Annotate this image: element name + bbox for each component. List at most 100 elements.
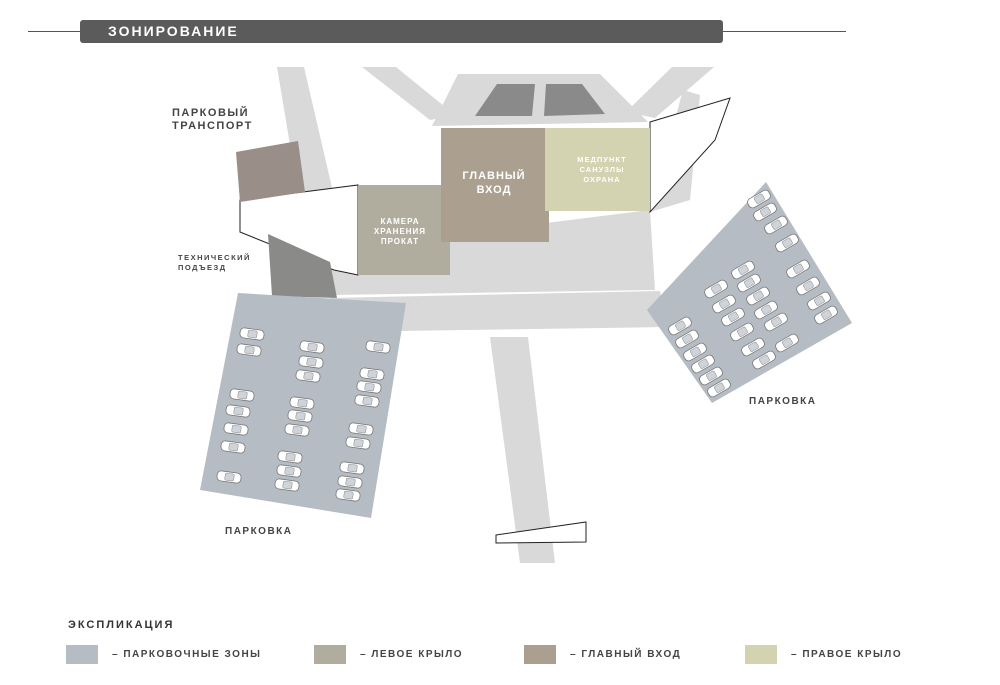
car-icon bbox=[754, 300, 778, 320]
car-icon bbox=[814, 305, 838, 325]
main-entrance-label-2: ВХОД bbox=[477, 184, 512, 196]
car-icon bbox=[359, 367, 385, 381]
car-icon bbox=[668, 316, 692, 336]
car-icon bbox=[737, 273, 761, 293]
technical-access-zone bbox=[268, 234, 337, 298]
parking-right-label: ПАРКОВКА bbox=[749, 396, 817, 407]
car-icon bbox=[764, 312, 788, 332]
legend-swatch-right-wing bbox=[745, 645, 777, 664]
car-icon bbox=[236, 343, 262, 357]
park-transport-zone bbox=[236, 141, 305, 202]
legend-item-left-wing: – ЛЕВОЕ КРЫЛО bbox=[314, 645, 463, 664]
car-icon bbox=[365, 340, 391, 354]
car-icon bbox=[348, 422, 374, 436]
building-top bbox=[432, 74, 648, 126]
car-icon bbox=[683, 342, 707, 362]
car-icon bbox=[220, 440, 246, 454]
legend-item-right-wing: – ПРАВОЕ КРЫЛО bbox=[745, 645, 902, 664]
road-diagonal-left bbox=[362, 67, 455, 120]
skylight-left bbox=[475, 84, 535, 116]
car-icon bbox=[335, 488, 361, 502]
car-icon bbox=[276, 464, 302, 478]
car-icon bbox=[699, 366, 723, 386]
legend-label-left-wing: – ЛЕВОЕ КРЫЛО bbox=[360, 649, 464, 660]
car-icon bbox=[712, 294, 736, 314]
car-icon bbox=[753, 202, 777, 222]
car-icon bbox=[274, 478, 300, 492]
car-icon bbox=[225, 404, 251, 418]
page-title: ЗОНИРОВАНИЕ bbox=[108, 23, 239, 39]
main-entrance-label-1: ГЛАВНЫЙ bbox=[462, 169, 525, 182]
car-icon bbox=[229, 388, 255, 402]
legend-swatch-left-wing bbox=[314, 645, 346, 664]
legend-title: ЭКСПЛИКАЦИЯ bbox=[68, 619, 175, 631]
car-icon bbox=[239, 327, 265, 341]
legend-label-right-wing: – ПРАВОЕ КРЫЛО bbox=[791, 649, 903, 660]
left-wing-label-1: КАМЕРА bbox=[380, 217, 419, 226]
road-diagonal-right bbox=[626, 67, 714, 118]
left-wing-zone bbox=[358, 185, 450, 275]
legend-item-main-entrance: – ГЛАВНЫЙ ВХОД bbox=[524, 645, 681, 664]
car-icon bbox=[731, 260, 755, 280]
road-left-vertical bbox=[277, 67, 333, 205]
car-icon bbox=[786, 259, 810, 279]
car-icon bbox=[354, 394, 380, 408]
car-icon bbox=[356, 380, 382, 394]
car-icon bbox=[223, 422, 249, 436]
south-gate bbox=[495, 521, 587, 544]
left-wing-label-2: ХРАНЕНИЯ bbox=[374, 227, 426, 236]
road-south bbox=[490, 337, 555, 563]
legend-swatch-main-entrance bbox=[524, 645, 556, 664]
legend-swatch-parking bbox=[66, 645, 98, 664]
car-icon bbox=[764, 215, 788, 235]
car-icon bbox=[747, 189, 771, 209]
car-icon bbox=[339, 461, 365, 475]
header-line-right bbox=[723, 31, 846, 32]
car-icon bbox=[707, 378, 731, 398]
car-icon bbox=[289, 396, 315, 410]
car-icon bbox=[807, 291, 831, 311]
skylight-right bbox=[544, 84, 605, 116]
car-icon bbox=[299, 340, 325, 354]
car-icon bbox=[775, 233, 799, 253]
legend-label-parking: – ПАРКОВОЧНЫЕ ЗОНЫ bbox=[112, 649, 262, 660]
car-icon bbox=[284, 423, 310, 437]
car-icon bbox=[216, 470, 242, 484]
left-wing-label-3: ПРОКАТ bbox=[381, 237, 419, 246]
main-entrance-zone bbox=[441, 128, 549, 242]
tech-access-label-1: ТЕХНИЧЕСКИЙ bbox=[178, 253, 251, 262]
road-horizontal bbox=[330, 291, 666, 332]
tech-access-label-2: ПОДЪЕЗД bbox=[178, 263, 227, 272]
building-dome bbox=[432, 74, 648, 126]
right-wing-label-1: МЕДПУНКТ bbox=[577, 155, 626, 164]
car-icon bbox=[704, 279, 728, 299]
park-transport-label-2: ТРАНСПОРТ bbox=[172, 120, 253, 132]
park-transport-label-1: ПАРКОВЫЙ bbox=[172, 106, 249, 119]
cars-left bbox=[216, 327, 391, 502]
car-icon bbox=[675, 329, 699, 349]
parking-left-label: ПАРКОВКА bbox=[225, 526, 293, 537]
car-icon bbox=[730, 322, 754, 342]
car-icon bbox=[345, 436, 371, 450]
car-icon bbox=[277, 450, 303, 464]
car-icon bbox=[295, 369, 321, 383]
building-outline bbox=[239, 184, 359, 276]
cars-right bbox=[668, 189, 838, 398]
header-bar: ЗОНИРОВАНИЕ bbox=[80, 20, 723, 43]
legend-item-parking: – ПАРКОВОЧНЫЕ ЗОНЫ bbox=[66, 645, 261, 664]
car-icon bbox=[752, 350, 776, 370]
car-icon bbox=[287, 409, 313, 423]
car-icon bbox=[721, 307, 745, 327]
car-icon bbox=[337, 475, 363, 489]
header-line-left bbox=[28, 31, 80, 32]
car-icon bbox=[775, 333, 799, 353]
parking-lot-right bbox=[647, 182, 852, 403]
car-icon bbox=[796, 276, 820, 296]
right-wing-label-2: САНУЗЛЫ bbox=[580, 165, 625, 174]
right-wing-label-3: ОХРАНА bbox=[583, 175, 620, 184]
car-icon bbox=[746, 286, 770, 306]
car-icon bbox=[741, 337, 765, 357]
car-icon bbox=[298, 355, 324, 369]
car-icon bbox=[691, 354, 715, 374]
